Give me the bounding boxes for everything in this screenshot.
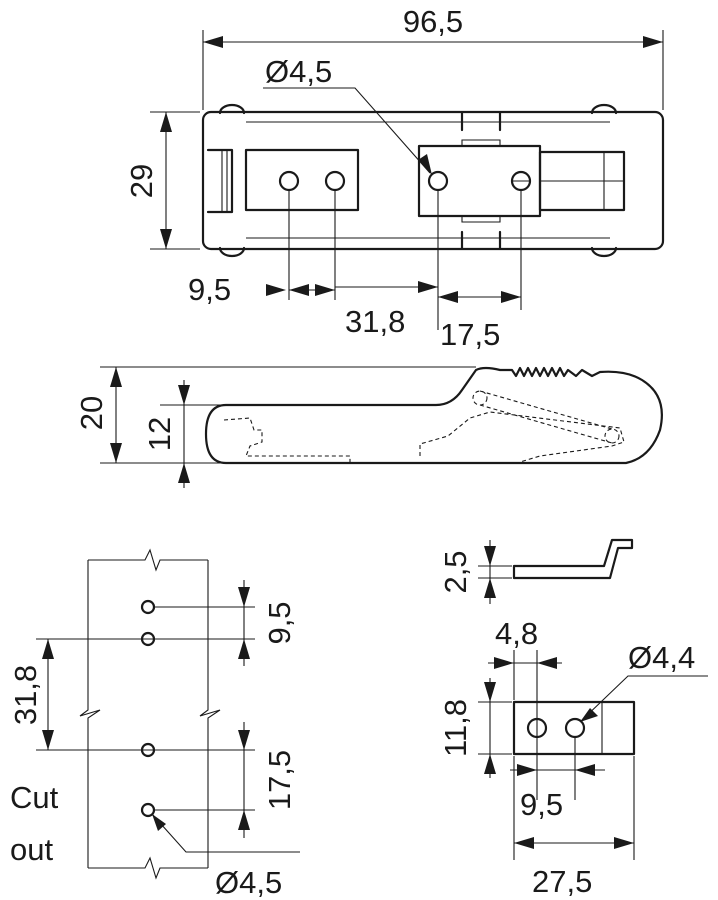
cutout-label-line2: out <box>10 832 53 867</box>
keeper-side-profile <box>512 538 634 580</box>
dim-keeper-height: 11,8 <box>438 699 473 757</box>
roller-bottom-right <box>590 246 618 258</box>
dim-keeper-thickness: 2,5 <box>438 550 473 593</box>
dim-cutout-spacing-top: 9,5 <box>262 601 297 644</box>
dim-keeper-edge-offset: 4,8 <box>495 616 538 651</box>
keeper-hole-2 <box>564 717 586 739</box>
keeper-view: 2,5 4,8 Ø4,4 11,8 9,5 27,5 <box>438 538 708 899</box>
dim-keeper-length: 27,5 <box>532 864 592 899</box>
lever-hole-1 <box>278 170 300 192</box>
latch-body-outline <box>201 110 665 251</box>
lever-hole-2 <box>324 170 346 192</box>
dim-cutout-hole-diameter: Ø4,5 <box>215 865 282 900</box>
roller-top-right <box>590 103 618 115</box>
dim-total-height: 20 <box>74 396 109 430</box>
latch-side-profile <box>204 366 663 465</box>
dim-body-height: 12 <box>142 417 177 451</box>
dim-height: 29 <box>124 164 159 198</box>
dim-overall-length: 96,5 <box>403 4 463 39</box>
dim-keeper-hole-spacing: 9,5 <box>520 787 563 822</box>
dim-hole-diameter: Ø4,5 <box>265 54 332 89</box>
top-view: 96,5 29 Ø4,5 9,5 31,8 17,5 <box>124 4 665 352</box>
dim-slot-offset: 17,5 <box>440 317 500 352</box>
lever-plate <box>244 148 360 212</box>
dim-keeper-hole-diameter: Ø4,4 <box>628 640 695 675</box>
cutout-label-line1: Cut <box>10 780 59 815</box>
dim-cutout-spacing-mid: 31,8 <box>8 665 43 725</box>
slider-hole <box>427 170 449 192</box>
dim-hole-spacing: 9,5 <box>188 272 231 307</box>
cutout-hole-1 <box>140 599 156 615</box>
cutout-view: 9,5 31,8 17,5 Ø4,5 Cut out <box>8 548 300 900</box>
dim-hole-offset: 31,8 <box>345 304 405 339</box>
roller-top-left <box>218 103 246 115</box>
dim-cutout-spacing-bottom: 17,5 <box>262 750 297 810</box>
side-view: 20 12 <box>74 366 663 488</box>
keeper-plate <box>512 700 636 756</box>
roller-bottom-left <box>218 246 246 258</box>
